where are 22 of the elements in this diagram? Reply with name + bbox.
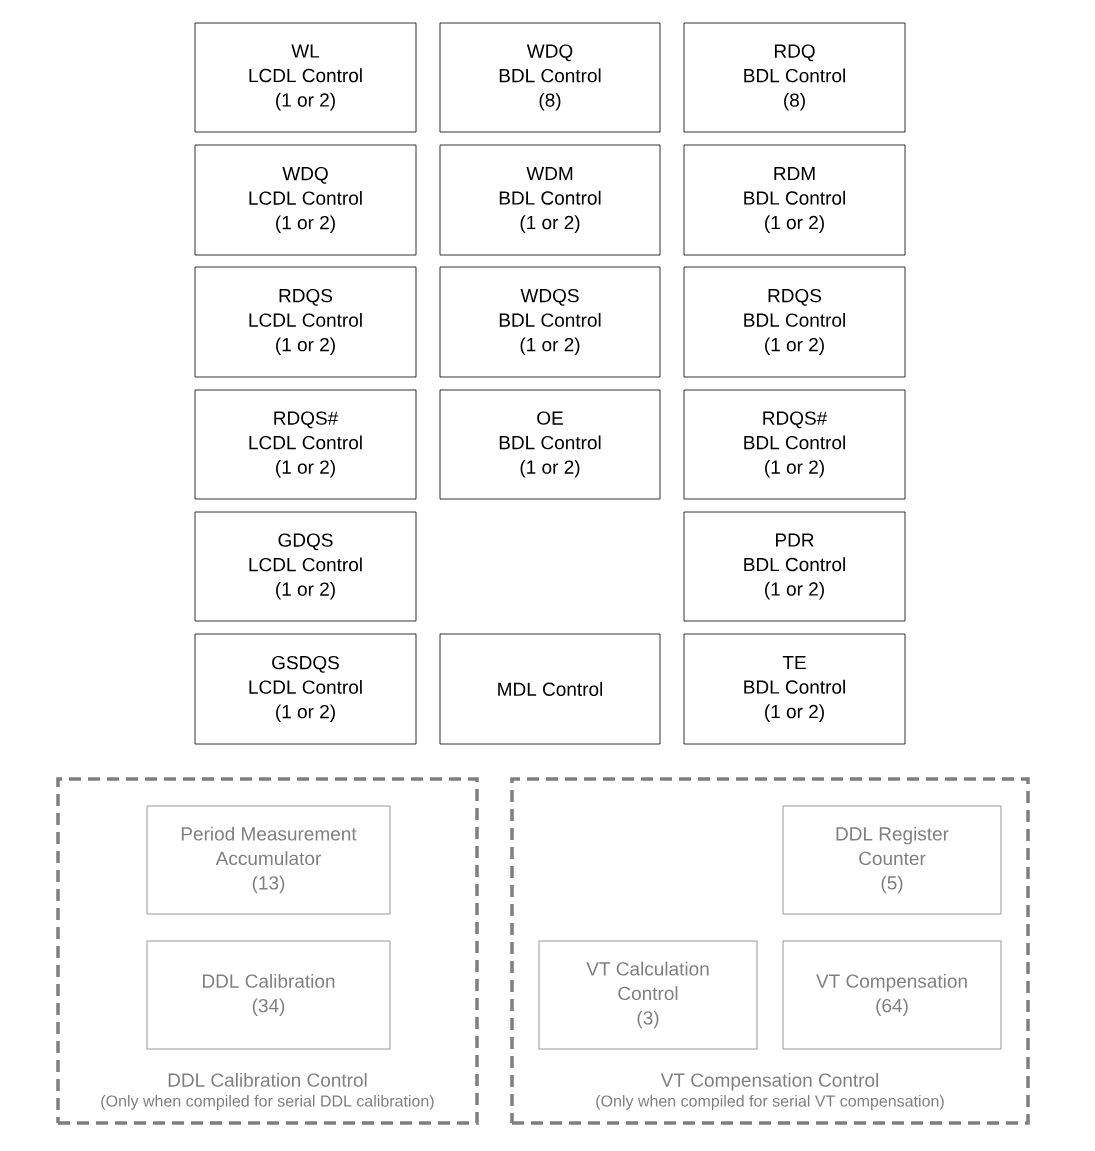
block-box: DDL Calibration (34) [146,940,391,1050]
block-box: RDQS LCDL Control (1 or 2) [194,266,417,378]
block-box: RDQS# LCDL Control (1 or 2) [194,389,417,500]
block-box: GDQS LCDL Control (1 or 2) [194,511,417,622]
block-box: Period Measurement Accumulator (13) [146,805,391,915]
block-box: GSDQS LCDL Control (1 or 2) [194,633,417,745]
block-box: RDQS BDL Control (1 or 2) [683,266,906,378]
block-box: RDQ BDL Control (8) [683,22,906,133]
block-box: VT Compensation (64) [782,940,1002,1050]
block-box: MDL Control [439,633,661,745]
block-box: WL LCDL Control (1 or 2) [194,22,417,133]
block-box: WDM BDL Control (1 or 2) [439,144,661,256]
block-box: TE BDL Control (1 or 2) [683,633,906,745]
block-box: WDQS BDL Control (1 or 2) [439,266,661,378]
block-box: RDQS# BDL Control (1 or 2) [683,389,906,500]
block-box: RDM BDL Control (1 or 2) [683,144,906,256]
block-box: VT Calculation Control (3) [538,940,758,1050]
block-box: PDR BDL Control (1 or 2) [683,511,906,622]
block-box: OE BDL Control (1 or 2) [439,389,661,500]
block-box: DDL Register Counter (5) [782,805,1002,915]
block-box: WDQ LCDL Control (1 or 2) [194,144,417,256]
block-box: WDQ BDL Control (8) [439,22,661,133]
